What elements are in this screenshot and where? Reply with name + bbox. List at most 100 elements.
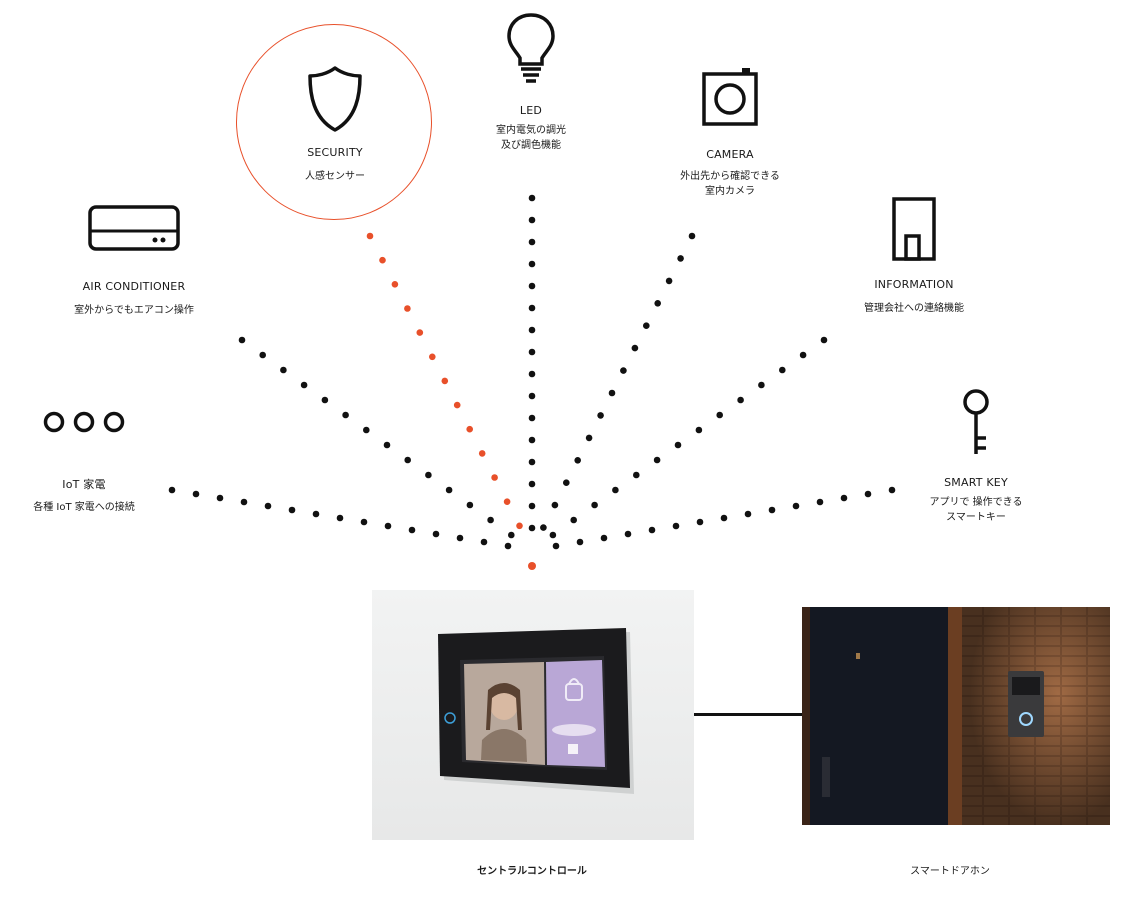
smart-doorphone-photo xyxy=(802,607,1110,825)
connection-line xyxy=(694,713,802,716)
dot-information xyxy=(799,351,807,359)
hub-dot xyxy=(528,562,536,570)
dot-led xyxy=(528,194,536,202)
central-control-photo xyxy=(372,590,694,840)
dot-smartkey xyxy=(600,534,608,542)
dot-iot xyxy=(432,530,440,538)
dot-smartkey xyxy=(624,530,632,538)
dot-led xyxy=(528,414,536,422)
dot-information xyxy=(674,441,682,449)
dot-air xyxy=(487,516,494,524)
dot-iot xyxy=(480,538,488,546)
central-control-caption: セントラルコントロール xyxy=(477,866,587,877)
dot-air xyxy=(321,396,329,404)
dot-camera xyxy=(551,501,559,509)
dot-iot xyxy=(288,506,296,514)
dot-led xyxy=(528,524,536,532)
dot-led xyxy=(528,304,536,312)
security-title: SECURITY xyxy=(307,146,363,159)
dot-camera xyxy=(677,255,684,262)
dot-air xyxy=(259,351,267,359)
air-conditioner-desc: 室外からでもエアコン操作 xyxy=(74,305,194,316)
dot-air xyxy=(404,456,412,464)
air-conditioner-title: AIR CONDITIONER xyxy=(82,280,186,293)
iot-title: IoT 家電 xyxy=(62,478,106,491)
dot-iot xyxy=(168,486,176,494)
dot-air xyxy=(238,336,246,344)
dot-security xyxy=(491,474,498,481)
dot-smartkey xyxy=(720,514,728,522)
door-info-icon xyxy=(892,197,936,261)
dot-air xyxy=(300,381,308,389)
dot-smartkey xyxy=(888,486,896,494)
camera-title: CAMERA xyxy=(706,148,754,161)
dot-led xyxy=(528,480,536,488)
dot-security xyxy=(478,450,486,457)
camera-icon xyxy=(702,68,758,126)
dot-smartkey xyxy=(648,526,656,534)
feature-iot: IoT 家電 各種 IoT 家電への接続 xyxy=(18,408,150,515)
dot-camera xyxy=(631,344,639,352)
dot-iot xyxy=(192,490,200,498)
smart-key-desc: アプリで 操作できる スマートキー xyxy=(929,497,1023,523)
dot-iot xyxy=(264,502,272,510)
dot-iot xyxy=(240,498,248,506)
dot-led xyxy=(528,436,536,444)
feature-information: INFORMATION 管理会社への連絡機能 xyxy=(843,196,985,316)
dot-camera xyxy=(654,300,661,307)
lightbulb-icon xyxy=(507,13,555,83)
dot-led xyxy=(528,370,536,378)
information-title: INFORMATION xyxy=(874,278,954,291)
dot-iot xyxy=(504,542,512,550)
dot-camera xyxy=(563,479,570,487)
dot-led xyxy=(528,502,536,510)
information-desc: 管理会社への連絡機能 xyxy=(864,303,964,314)
dot-information xyxy=(758,381,765,389)
led-desc: 室内電気の調光 及び調色機能 xyxy=(496,125,566,151)
dot-security xyxy=(404,305,411,312)
dot-information xyxy=(695,426,703,434)
dot-camera xyxy=(620,367,627,374)
dot-security xyxy=(516,522,523,530)
feature-led: LED 室内電気の調光 及び調色機能 xyxy=(468,12,594,153)
dot-security xyxy=(391,281,399,288)
dot-iot xyxy=(360,518,368,526)
dot-information xyxy=(549,531,557,539)
dot-smartkey xyxy=(816,498,824,506)
dot-air xyxy=(425,471,432,479)
dot-camera xyxy=(597,412,604,419)
dot-security xyxy=(379,256,386,264)
dot-led xyxy=(528,282,536,290)
dot-information xyxy=(612,486,619,494)
dot-smartkey xyxy=(696,518,704,526)
camera-desc: 外出先から確認できる 室内カメラ xyxy=(680,171,780,197)
dot-iot xyxy=(312,510,320,518)
dot-air xyxy=(445,486,453,494)
security-desc: 人感センサー xyxy=(305,171,365,182)
dot-iot xyxy=(336,514,344,522)
dot-air xyxy=(342,411,349,419)
dot-smartkey xyxy=(792,502,800,510)
dot-smartkey xyxy=(672,522,680,530)
dot-information xyxy=(737,396,744,404)
key-icon xyxy=(963,389,989,454)
shield-icon xyxy=(308,66,362,132)
dot-information xyxy=(716,411,723,419)
doorphone-illustration xyxy=(802,607,1110,825)
dot-iot xyxy=(408,526,416,534)
feature-security: SECURITY 人感センサー xyxy=(272,64,398,184)
dot-security xyxy=(503,498,511,506)
iot-desc: 各種 IoT 家電への接続 xyxy=(33,502,135,513)
dot-information xyxy=(653,456,661,464)
dot-smartkey xyxy=(744,510,752,518)
security-highlight-ring xyxy=(236,24,432,220)
dot-smartkey xyxy=(768,506,776,514)
led-title: LED xyxy=(519,104,543,117)
dot-security xyxy=(416,329,424,336)
dot-security xyxy=(366,232,374,240)
dot-information xyxy=(779,366,786,374)
dot-camera xyxy=(540,524,547,531)
dot-information xyxy=(570,516,577,524)
dot-air xyxy=(383,441,391,449)
feature-air-conditioner: AIR CONDITIONER 室外からでもエアコン操作 xyxy=(54,204,214,318)
